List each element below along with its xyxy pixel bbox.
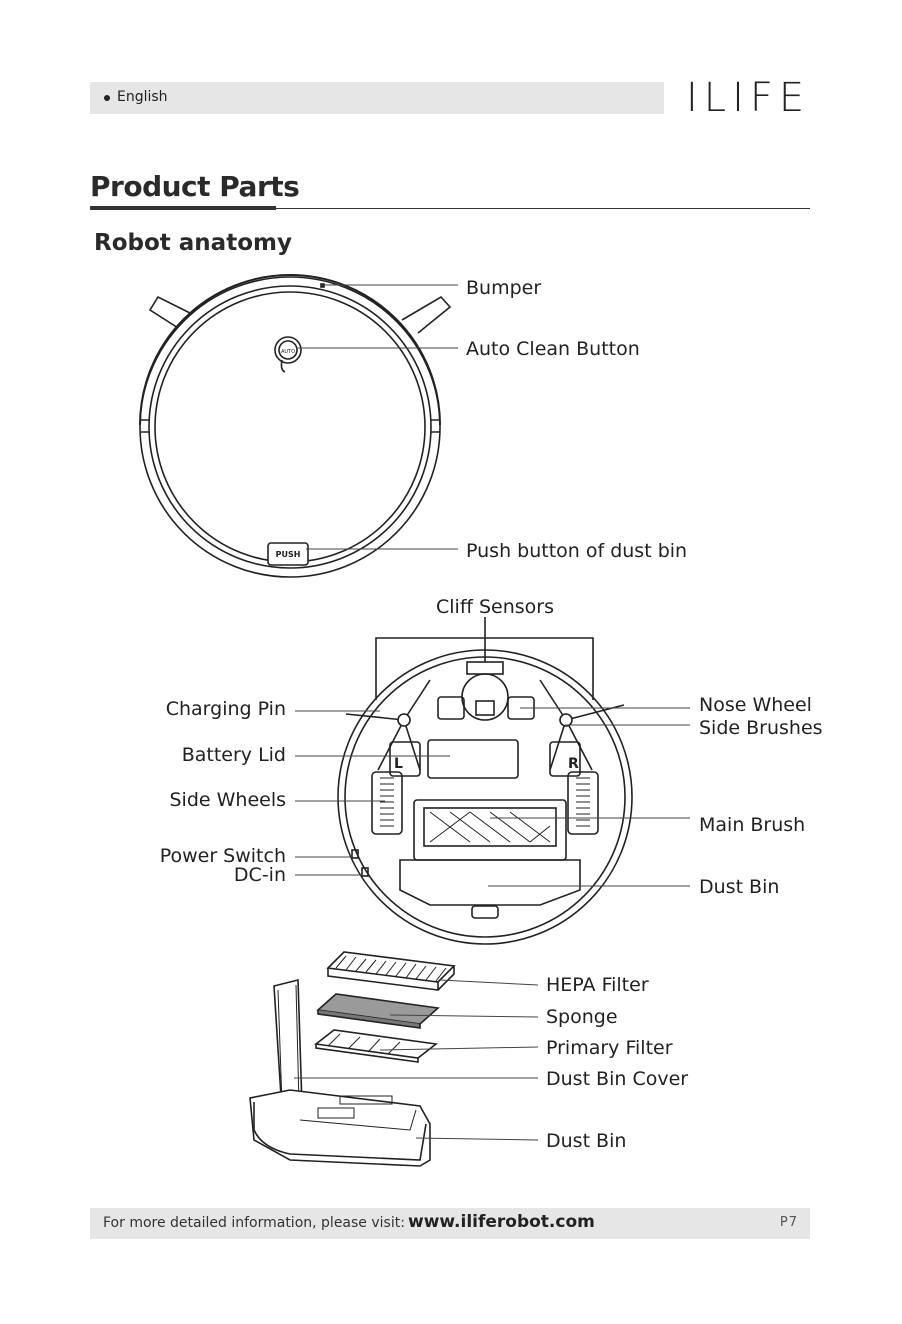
dust-bin-exploded-view	[249, 951, 456, 1167]
language-bar: English	[90, 82, 664, 114]
leader-lines	[294, 284, 690, 1141]
robot-top-view	[139, 274, 452, 578]
label-power-switch: Power Switch	[159, 845, 286, 867]
footer-text: For more detailed information, please vi…	[103, 1215, 405, 1231]
title-underline	[90, 206, 276, 210]
page-number: P7	[779, 1215, 798, 1230]
brand-logo: ILIFE	[686, 75, 811, 121]
title-divider	[90, 208, 810, 209]
label-side-brushes: Side Brushes	[699, 717, 823, 739]
label-main-brush: Main Brush	[699, 814, 806, 836]
left-mark: L	[394, 756, 403, 772]
push-badge: PUSH	[276, 550, 301, 559]
label-push-button: Push button of dust bin	[466, 540, 688, 562]
website-link[interactable]: www.iliferobot.com	[408, 1212, 595, 1232]
section-subtitle: Robot anatomy	[94, 230, 292, 256]
label-charging-pin: Charging Pin	[165, 698, 286, 720]
bullet-icon	[104, 95, 110, 101]
label-cliff-sensors: Cliff Sensors	[436, 596, 554, 618]
label-dc-in: DC-in	[233, 864, 286, 886]
label-dust-bin-cover: Dust Bin Cover	[546, 1068, 689, 1090]
right-mark: R	[568, 756, 579, 772]
label-hepa-filter: HEPA Filter	[546, 974, 649, 996]
label-dust-bin-body: Dust Bin	[546, 1130, 627, 1152]
page-title: Product Parts	[90, 170, 300, 203]
label-battery-lid: Battery Lid	[181, 744, 286, 766]
label-bumper: Bumper	[466, 277, 542, 299]
label-auto-clean-button: Auto Clean Button	[466, 338, 640, 360]
footer-bar: For more detailed information, please vi…	[90, 1208, 810, 1239]
auto-badge: AUTO	[281, 349, 295, 355]
label-dust-bin: Dust Bin	[699, 876, 780, 898]
label-side-wheels: Side Wheels	[169, 789, 286, 811]
language-label: English	[117, 89, 168, 105]
robot-bottom-view	[337, 617, 633, 945]
label-primary-filter: Primary Filter	[546, 1037, 673, 1059]
label-nose-wheel: Nose Wheel	[699, 694, 812, 716]
label-sponge: Sponge	[546, 1006, 618, 1028]
